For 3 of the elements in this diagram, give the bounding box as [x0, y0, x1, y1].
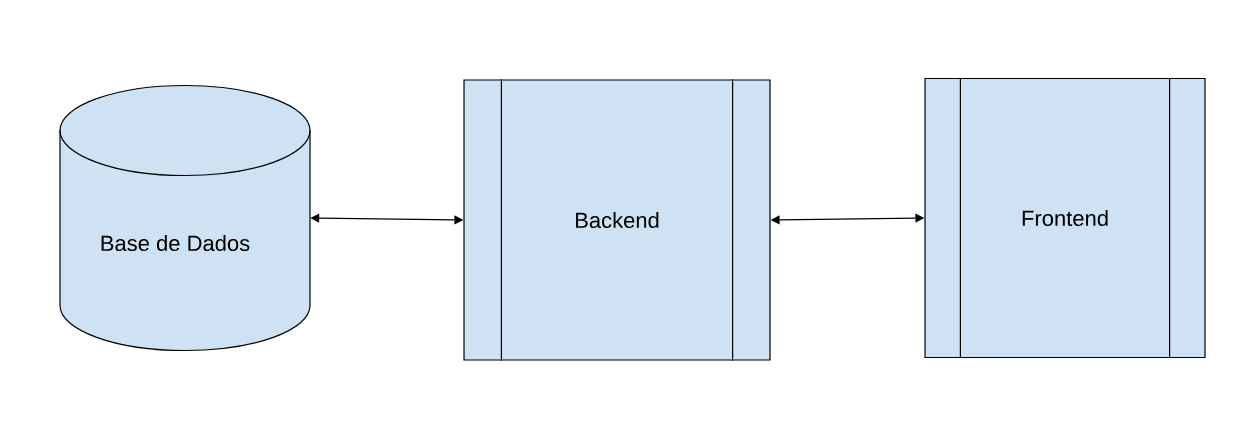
- process-box: Backend: [463, 78, 771, 362]
- process-box: Frontend: [924, 77, 1206, 359]
- database-cylinder: Base de Dados: [59, 84, 311, 352]
